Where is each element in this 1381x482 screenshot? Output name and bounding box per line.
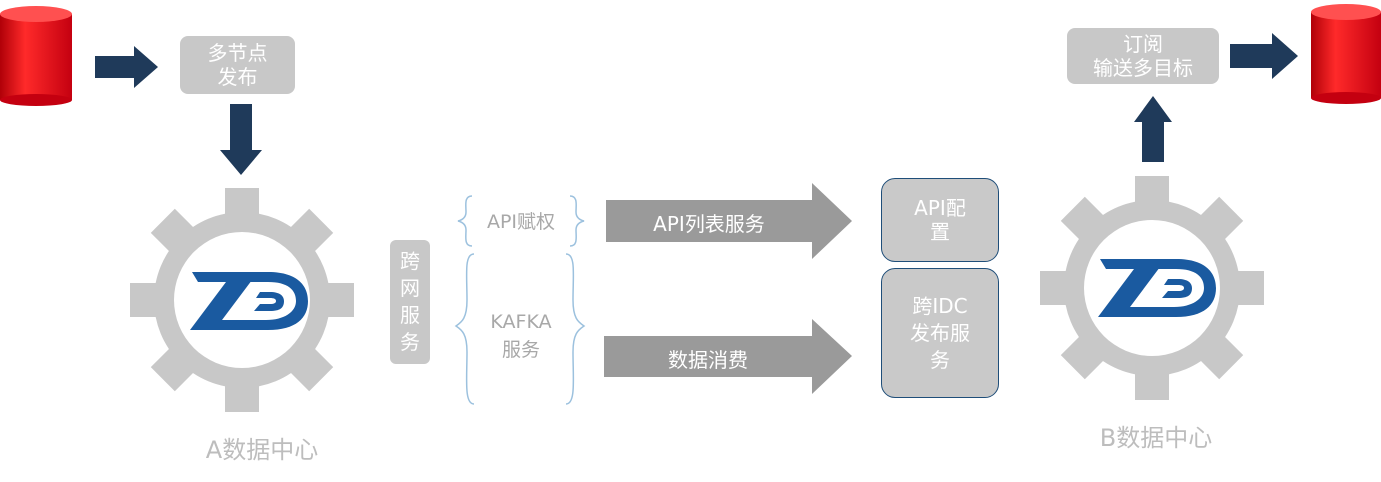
data-consume-arrow	[604, 319, 852, 394]
api-list-arrow	[606, 183, 852, 259]
data-center-b-label: B数据中心	[1099, 424, 1213, 452]
arrow-right-icon	[95, 46, 158, 88]
arrow-up-icon	[1134, 96, 1172, 162]
arrow-right-icon-2	[1230, 33, 1298, 79]
database-cylinder-left-icon	[0, 6, 72, 106]
api-list-service-label: API列表服务	[653, 212, 765, 236]
api-auth-label: API赋权	[486, 211, 556, 233]
subscribe-multi-target-box: 订阅 输送多目标	[1067, 28, 1219, 84]
gear-b-icon	[1040, 176, 1264, 400]
multi-node-publish-box: 多节点 发布	[180, 36, 295, 94]
api-config-box: API配 置	[881, 178, 999, 262]
database-cylinder-right-icon	[1311, 4, 1381, 104]
bracket-api-auth	[457, 195, 585, 247]
bracket-kafka	[454, 253, 586, 405]
data-center-a-label: A数据中心	[205, 436, 319, 464]
data-consume-label: 数据消费	[668, 348, 748, 372]
arrow-down-icon	[220, 104, 262, 175]
kafka-service-label: KAFKA 服务	[490, 311, 552, 361]
cross-idc-publish-box: 跨IDC 发布服 务	[881, 268, 999, 398]
gear-a-icon	[130, 188, 354, 412]
cross-network-service-box: 跨 网 服 务	[390, 240, 430, 364]
